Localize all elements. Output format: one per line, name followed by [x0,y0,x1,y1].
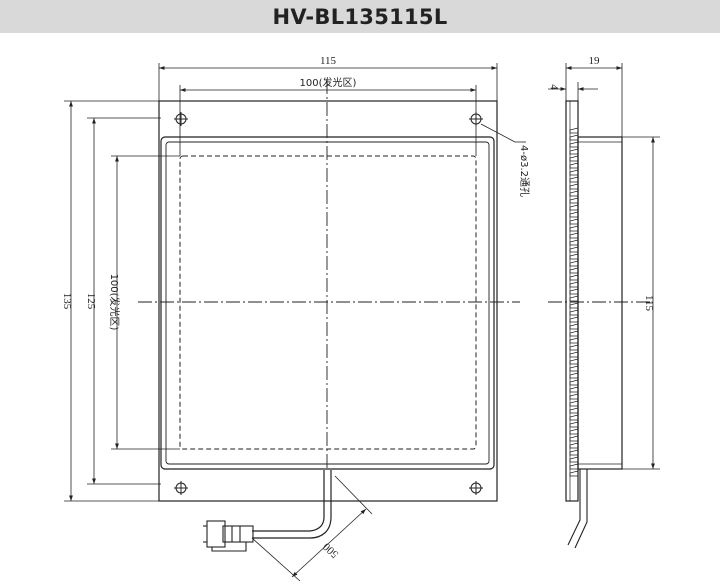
dim-width-emitting [179,85,477,156]
hole-leader [480,123,526,143]
outer-plate [158,100,498,502]
front-view [64,63,526,582]
dim-thickness [565,63,623,137]
side-body [577,136,623,470]
light-frame-inner [165,141,490,465]
connector [203,520,254,552]
side-cable [567,469,581,546]
heat-sink-fins [569,127,579,477]
side-view [548,63,660,549]
label-width-overall: 115 [320,55,337,67]
dim-plate-thickness [548,82,598,101]
label-height-frame: 125 [85,293,97,310]
emitting-area [179,155,477,450]
dim-width-overall [158,63,498,101]
label-width-emitting: 100(发光区) [300,76,357,89]
label-height-emitting: 100(发光区) [108,274,121,331]
mounting-holes [174,112,483,495]
label-thickness: 19 [589,55,601,67]
dim-cable-length [251,475,373,582]
cable [252,470,332,539]
label-side-height: 115 [643,295,655,312]
label-cable-length: 500 [320,540,341,560]
dim-height-frame [87,117,161,485]
dim-side-height [622,136,660,470]
title-bar: HV-BL135115L [0,0,720,33]
drawing-title: HV-BL135115L [272,4,448,29]
label-hole-callout: 4-ø3.2通孔 [518,145,530,197]
dim-height-overall [64,100,159,502]
label-plate-thickness: 4 [548,84,560,90]
dim-height-emitting [111,155,180,450]
light-frame [160,136,495,470]
label-height-overall: 135 [61,293,73,310]
